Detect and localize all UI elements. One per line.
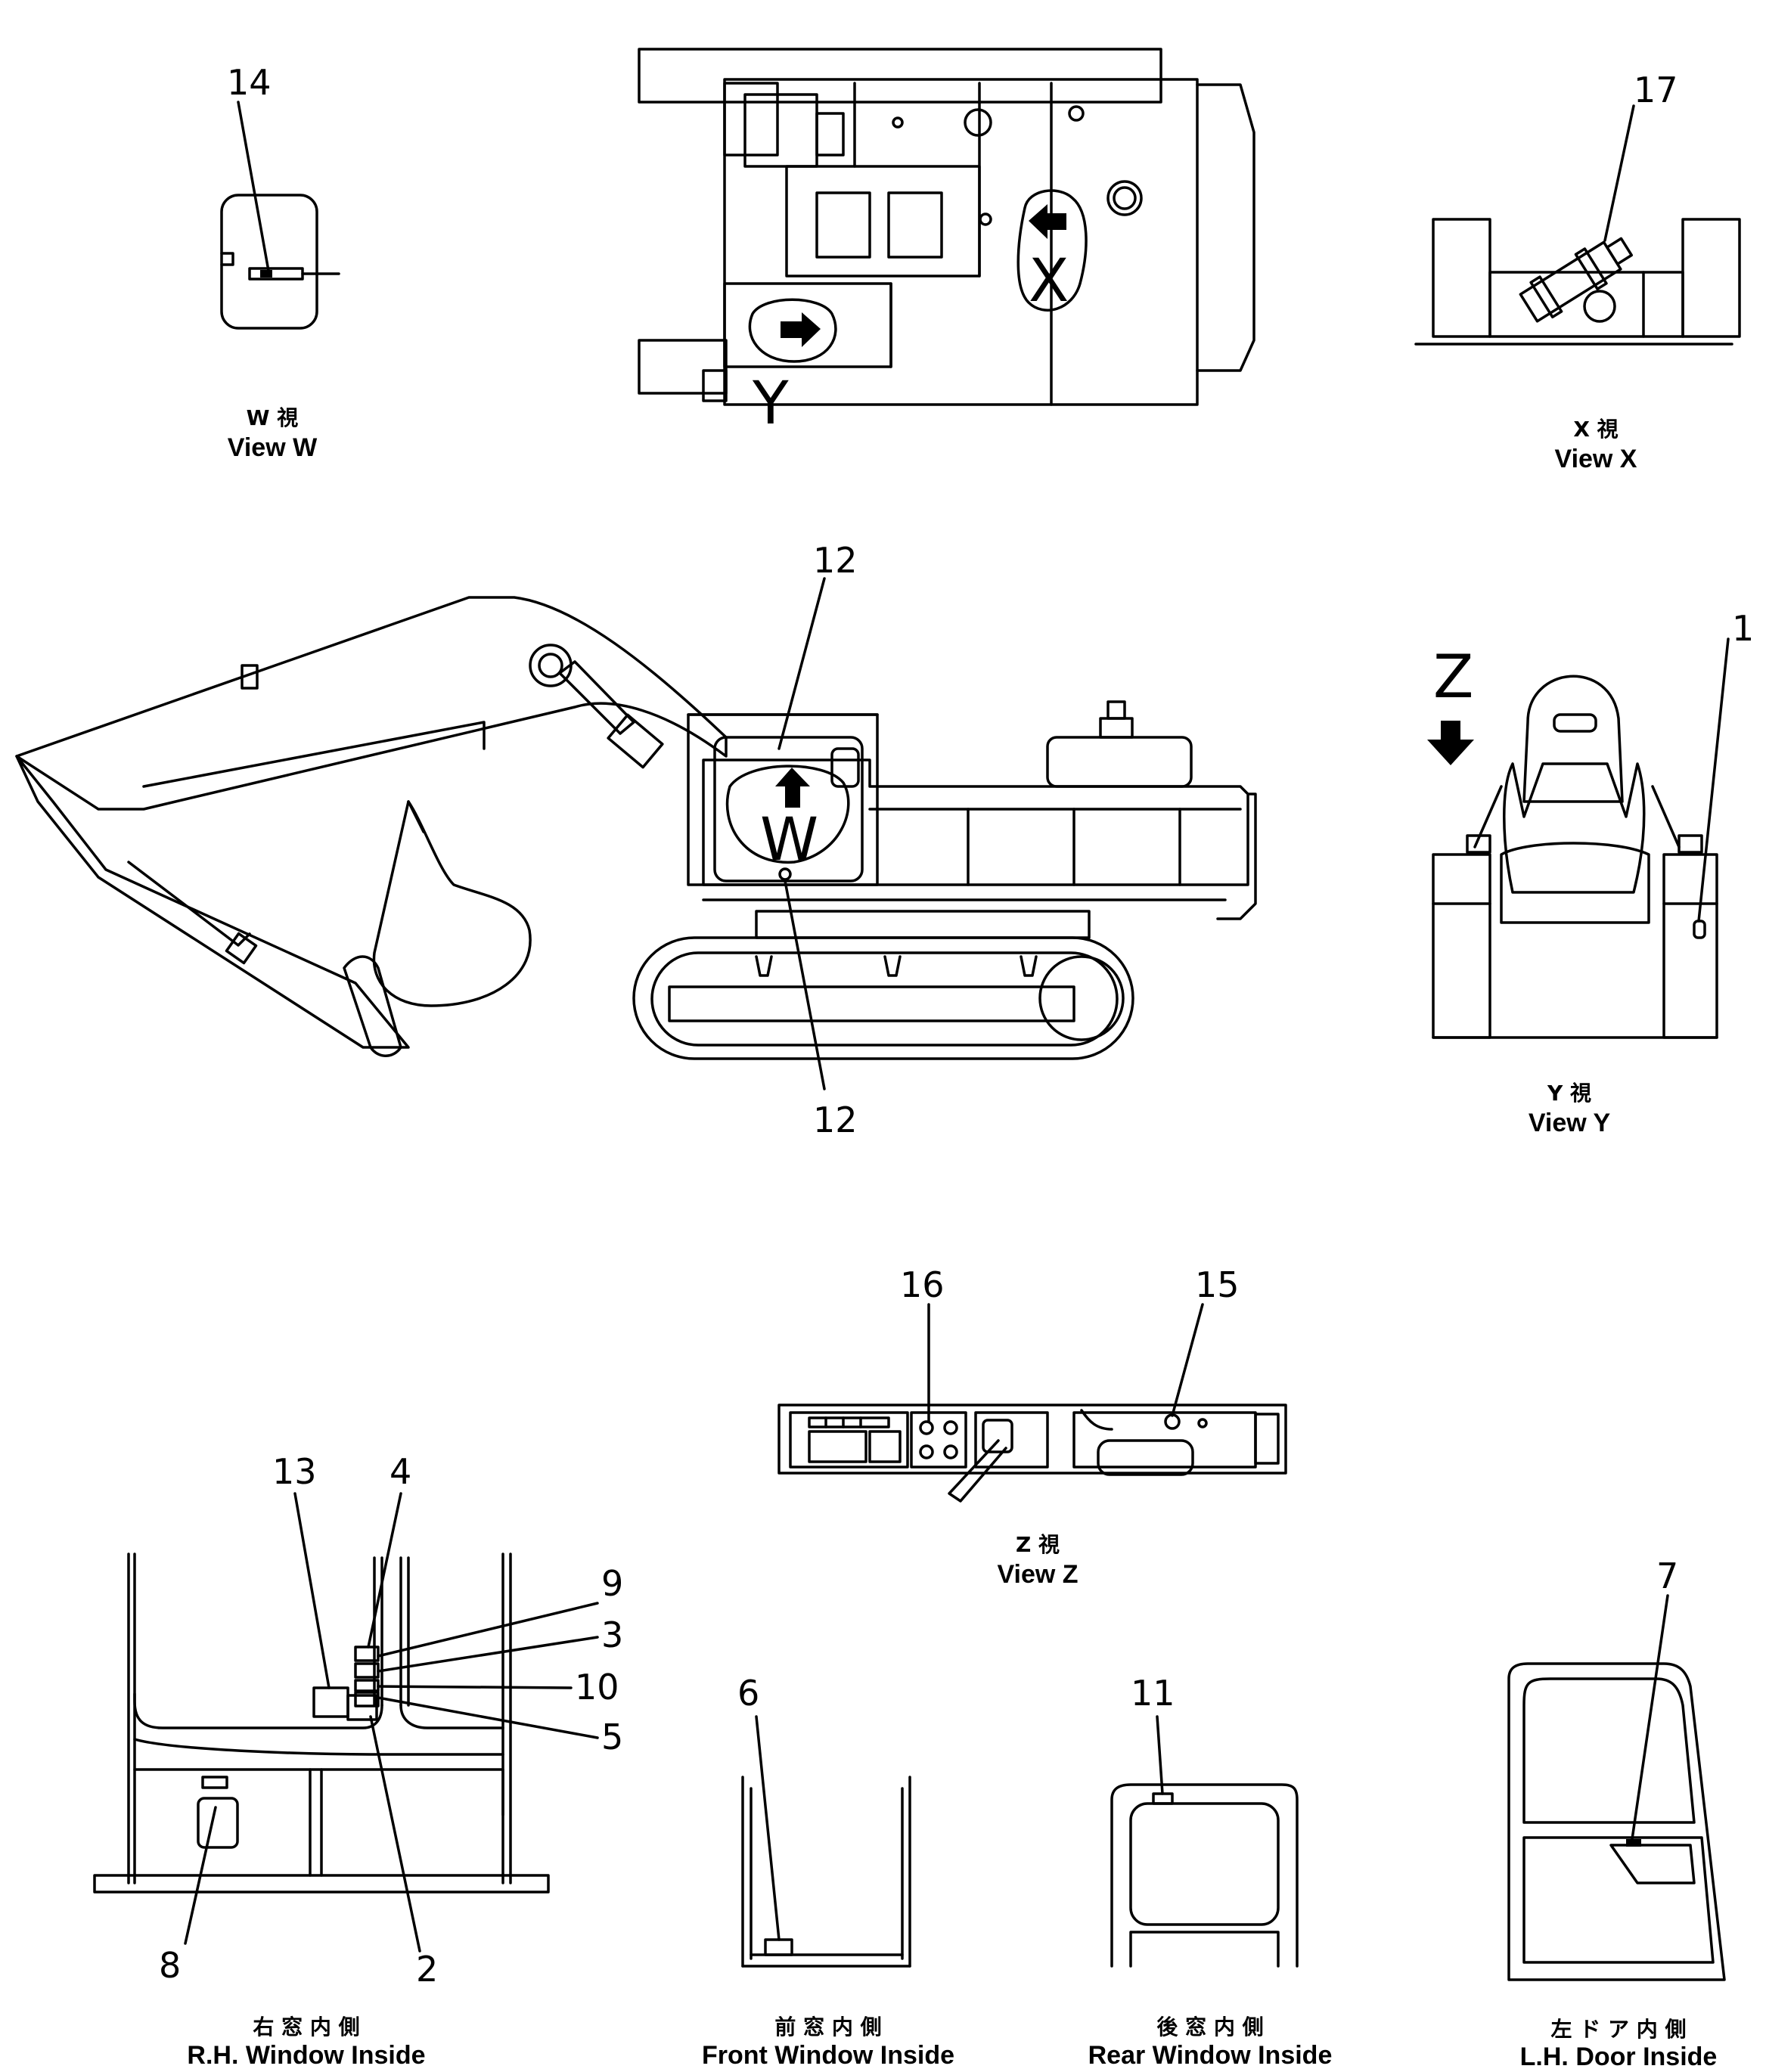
view-y-drawing bbox=[1427, 637, 1730, 1039]
callout-5: 5 bbox=[601, 1717, 623, 1757]
callout-3: 3 bbox=[601, 1614, 623, 1655]
caption-view-z-jp: Z 視 bbox=[1016, 1532, 1060, 1557]
callout-4: 4 bbox=[390, 1451, 411, 1492]
caption-lh-door-jp: 左 ド ア 内 側 bbox=[1551, 2017, 1687, 2042]
caption-view-x-jp: X 視 bbox=[1573, 417, 1618, 442]
view-marker-w: W bbox=[760, 806, 818, 874]
callout-2: 2 bbox=[416, 1949, 438, 1990]
callout-8: 8 bbox=[159, 1945, 181, 1986]
caption-view-w-jp: W 視 bbox=[247, 405, 299, 430]
caption-view-z-en: View Z bbox=[997, 1560, 1078, 1589]
caption-view-w-en: View W bbox=[228, 433, 318, 462]
excavator-side-view bbox=[15, 577, 1257, 1090]
caption-rear-window-en: Rear Window Inside bbox=[1088, 2041, 1333, 2070]
callout-11: 11 bbox=[1131, 1673, 1175, 1714]
caption-front-window-en: Front Window Inside bbox=[702, 2041, 954, 2070]
caption-rear-window-jp: 後 窓 内 側 bbox=[1156, 2015, 1263, 2039]
callout-12-bottom: 12 bbox=[813, 1100, 858, 1140]
callout-13: 13 bbox=[272, 1451, 317, 1492]
top-view-drawing bbox=[638, 48, 1255, 406]
caption-front-window-jp: 前 窓 内 側 bbox=[774, 2015, 881, 2039]
rear-window-drawing bbox=[1110, 1715, 1299, 1968]
callout-12-top: 12 bbox=[813, 540, 858, 581]
front-window-drawing bbox=[741, 1715, 911, 1968]
callout-16: 16 bbox=[900, 1264, 945, 1305]
caption-rh-window-en: R.H. Window Inside bbox=[187, 2041, 425, 2070]
callout-17: 17 bbox=[1634, 70, 1678, 110]
view-x-drawing bbox=[1414, 104, 1741, 346]
rh-window-drawing bbox=[93, 1492, 599, 1953]
caption-view-x-en: View X bbox=[1555, 445, 1637, 473]
caption-view-y-jp: Y 視 bbox=[1547, 1081, 1591, 1106]
caption-rh-window-jp: 右 窓 内 側 bbox=[253, 2015, 359, 2039]
callout-6: 6 bbox=[737, 1673, 759, 1714]
callout-14: 14 bbox=[227, 62, 272, 103]
callout-7: 7 bbox=[1656, 1556, 1678, 1596]
caption-view-y-en: View Y bbox=[1529, 1109, 1611, 1137]
view-marker-z: Z bbox=[1433, 644, 1473, 712]
view-marker-y: Y bbox=[752, 370, 789, 438]
lh-door-drawing bbox=[1507, 1594, 1726, 1981]
view-z-drawing bbox=[777, 1303, 1287, 1503]
callout-1: 1 bbox=[1732, 608, 1754, 649]
caption-lh-door-en: L.H. Door Inside bbox=[1520, 2043, 1718, 2071]
callout-15: 15 bbox=[1195, 1264, 1240, 1305]
view-marker-x: X bbox=[1029, 247, 1069, 315]
callout-10: 10 bbox=[575, 1667, 619, 1708]
callout-9: 9 bbox=[601, 1563, 623, 1604]
view-w-drawing bbox=[220, 101, 340, 330]
